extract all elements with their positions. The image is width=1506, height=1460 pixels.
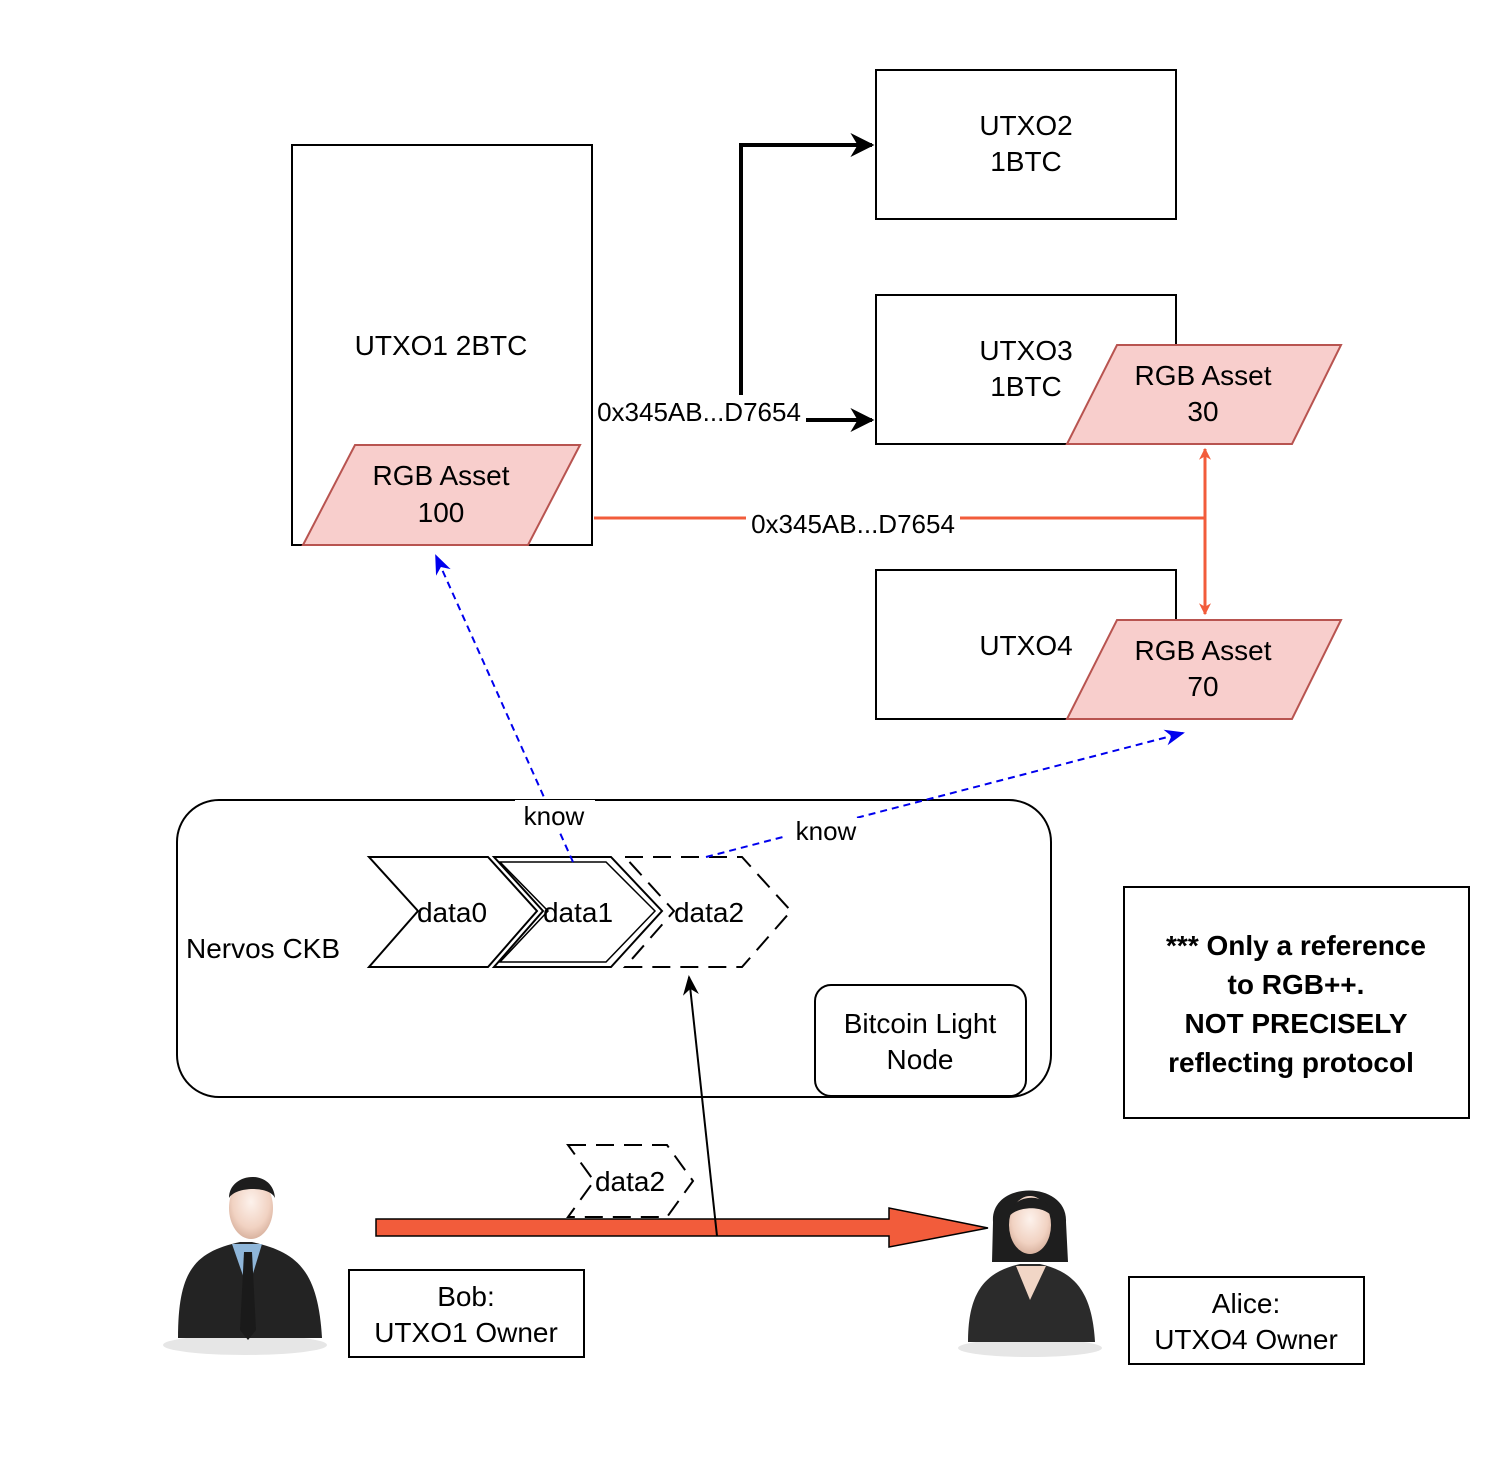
utxo3-amount: 1BTC xyxy=(990,371,1062,402)
ckb-cell-data1-label: data1 xyxy=(543,897,613,928)
nervos-ckb-container: Nervos CKB data0 data1 data2 Bitcoin Lig… xyxy=(176,799,1052,1098)
know-right-label: know xyxy=(796,816,857,846)
ckb-cell-data0-label: data0 xyxy=(417,897,487,928)
disclaimer-note: *** Only a reference to RGB++. NOT PRECI… xyxy=(1123,886,1470,1119)
ckb-cell-data2: data2 xyxy=(622,856,793,968)
rgb-tx-edges: 0x345AB...D7654 xyxy=(594,447,1211,616)
utxo2-label: UTXO2 xyxy=(979,110,1072,141)
nervos-ckb-label: Nervos CKB xyxy=(186,933,340,964)
bitcoin-light-node-line2: Node xyxy=(887,1044,954,1075)
note-line2: to RGB++. xyxy=(1228,969,1365,1000)
utxo3-node: UTXO3 1BTC RGB Asset 30 xyxy=(875,294,1343,445)
utxo3-asset-amount: 30 xyxy=(1187,396,1218,427)
transfer-data2-cell: data2 xyxy=(566,1144,695,1218)
bob-avatar xyxy=(163,1176,327,1355)
utxo3-label: UTXO3 xyxy=(979,335,1072,366)
alice-label-box: Alice: UTXO4 Owner xyxy=(1128,1276,1365,1365)
utxo1-asset-label: RGB Asset xyxy=(373,460,510,491)
btc-tx-edges: 0x345AB...D7654 xyxy=(597,133,875,432)
bitcoin-light-node: Bitcoin Light Node xyxy=(814,984,1027,1097)
utxo1-asset-amount: 100 xyxy=(418,497,465,528)
ckb-cell-data0: data0 xyxy=(366,856,539,968)
utxo4-rgb-asset: RGB Asset 70 xyxy=(1065,619,1343,720)
ckb-cell-data2-label: data2 xyxy=(674,897,744,928)
utxo3-rgb-asset: RGB Asset 30 xyxy=(1065,344,1343,445)
bob-label-box: Bob: UTXO1 Owner xyxy=(348,1269,585,1358)
commit-arrow xyxy=(682,975,718,1237)
bitcoin-light-node-line1: Bitcoin Light xyxy=(844,1008,997,1039)
bob-label-line2: UTXO1 Owner xyxy=(374,1317,558,1348)
note-line1: *** Only a reference xyxy=(1166,930,1426,961)
utxo2-node: UTXO2 1BTC xyxy=(875,69,1177,220)
utxo2-amount: 1BTC xyxy=(990,146,1062,177)
utxo1-node: UTXO1 2BTC RGB Asset 100 xyxy=(291,144,593,546)
alice-label-line1: Alice: xyxy=(1212,1288,1280,1319)
bob-label-line1: Bob: xyxy=(437,1281,495,1312)
utxo4-node: UTXO4 RGB Asset 70 xyxy=(875,569,1343,720)
utxo4-asset-label: RGB Asset xyxy=(1135,635,1272,666)
know-edges: know know xyxy=(435,554,1185,863)
ckb-cell-data1: data1 xyxy=(491,856,664,968)
utxo1-label: UTXO1 2BTC xyxy=(355,330,528,361)
note-line3: NOT PRECISELY xyxy=(1184,1008,1407,1039)
know-left-label: know xyxy=(524,801,585,831)
transfer-arrow xyxy=(375,1207,989,1248)
transfer-data2-label: data2 xyxy=(595,1166,665,1197)
utxo4-asset-amount: 70 xyxy=(1187,671,1218,702)
note-line4: reflecting protocol xyxy=(1168,1047,1414,1078)
utxo1-rgb-asset: RGB Asset 100 xyxy=(301,444,582,546)
alice-label-line2: UTXO4 Owner xyxy=(1154,1324,1338,1355)
rgb-tx-label: 0x345AB...D7654 xyxy=(751,509,955,539)
utxo4-label: UTXO4 xyxy=(979,630,1072,661)
utxo3-asset-label: RGB Asset xyxy=(1135,360,1272,391)
btc-tx-label: 0x345AB...D7654 xyxy=(597,397,801,427)
alice-avatar xyxy=(958,1190,1102,1357)
